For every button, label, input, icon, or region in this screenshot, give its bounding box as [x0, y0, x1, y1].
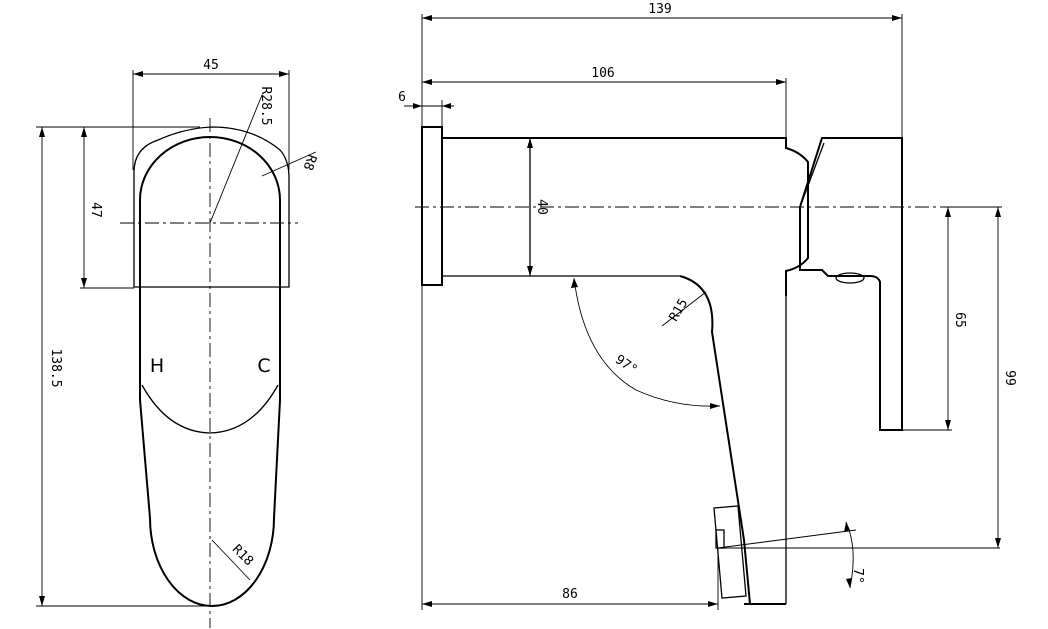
- bend-angle-arrow-bottom: [710, 403, 720, 409]
- bend-radius-leader: [661, 291, 707, 327]
- dim-6-arrow-left: [413, 103, 422, 109]
- dim-45-arrow-right: [279, 71, 289, 77]
- front-lever-ellipse: [141, 384, 279, 434]
- dim-6-arrow-right: [442, 103, 451, 109]
- outlet-angle-arrow-bottom: [846, 578, 852, 588]
- outlet-angle-arrow-top: [844, 522, 850, 532]
- dim-139-arrow-left: [422, 15, 432, 21]
- dim-106-arrow-left: [422, 79, 432, 85]
- dim-65-arrow-top: [945, 207, 951, 217]
- dim-86-arrow-right: [708, 601, 718, 607]
- dim-45-arrow-left: [133, 71, 143, 77]
- bend-angle-arc: [573, 277, 721, 407]
- dim-45-label: 45: [203, 58, 219, 73]
- dim-86-label: 86: [562, 587, 578, 602]
- side-lever-pivot: [835, 272, 865, 284]
- dim-40-arrow-bottom: [527, 266, 533, 276]
- side-aerator: [713, 505, 747, 599]
- dim-139-label: 139: [648, 2, 671, 17]
- side-wall-flange: [421, 126, 443, 286]
- dim-99-arrow-bottom: [995, 538, 1001, 548]
- dim-47-label: 47: [88, 202, 103, 218]
- front-view: 45 138.5 47 R28.5 R8 R18 H C: [36, 58, 319, 628]
- side-lever-handle: [799, 137, 903, 431]
- dim-106-label: 106: [591, 66, 614, 81]
- dim-47-arrow-bottom: [81, 278, 87, 288]
- dim-106-arrow-right: [776, 79, 786, 85]
- bend-angle-label: 97°: [612, 352, 640, 378]
- dim-40-arrow-top: [527, 138, 533, 148]
- dim-65-arrow-bottom: [945, 420, 951, 430]
- dim-138-arrow-bottom: [39, 596, 45, 606]
- dim-6-label: 6: [398, 90, 406, 105]
- bend-angle-arrow-top: [571, 278, 578, 288]
- front-handle-body: [139, 136, 281, 607]
- dim-139-arrow-right: [892, 15, 902, 21]
- front-wall-plate: [133, 126, 290, 288]
- side-spout: [679, 275, 751, 605]
- side-lever-joint: [799, 142, 825, 208]
- outlet-angle-line: [717, 529, 857, 549]
- hot-label: H: [150, 355, 164, 377]
- radius-bottom-leader: [211, 539, 251, 581]
- side-view: 139 106 6 40 R15 97° 86: [398, 2, 1017, 610]
- dim-99-arrow-top: [995, 207, 1001, 217]
- dim-138-label: 138.5: [48, 348, 63, 387]
- radius-bottom-label: R18: [229, 542, 256, 569]
- dim-65-label: 65: [952, 312, 967, 328]
- radius-top-leader: [209, 94, 263, 224]
- dim-86-arrow-left: [422, 601, 432, 607]
- dim-138-arrow-top: [39, 127, 45, 137]
- dim-40-label: 40: [534, 199, 549, 215]
- dim-47-arrow-top: [81, 127, 87, 137]
- radius-top-label: R28.5: [258, 86, 273, 125]
- outlet-angle-label: 7°: [850, 568, 865, 584]
- radius-corner-label: R8: [300, 152, 319, 172]
- cold-label: C: [257, 355, 270, 377]
- side-main-body: [442, 137, 809, 296]
- dim-99-label: 99: [1002, 370, 1017, 386]
